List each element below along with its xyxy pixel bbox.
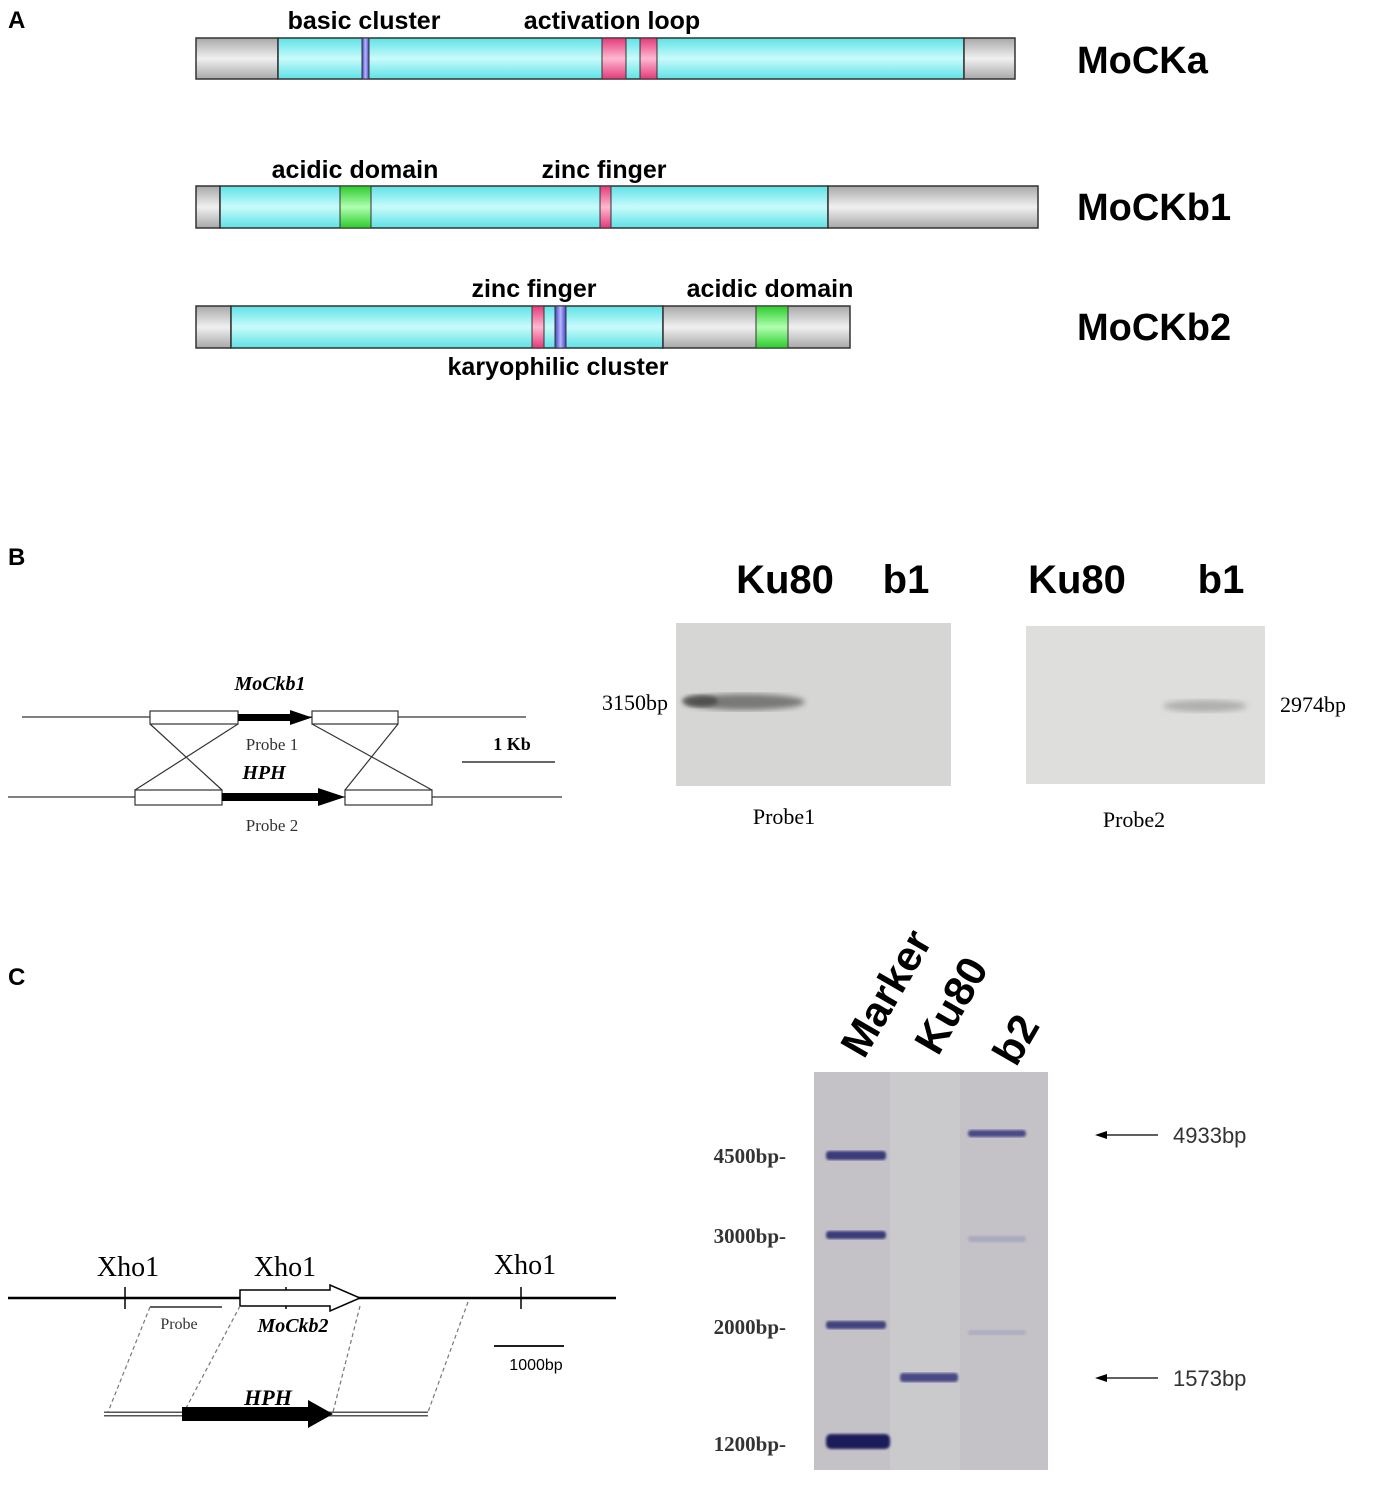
zinc-finger-mark <box>531 305 545 349</box>
mockb2-gene-arrow <box>239 1283 362 1313</box>
ladder-band-3000 <box>826 1231 886 1239</box>
mocka-label-activation-loop: activation loop <box>524 7 700 35</box>
mockb1-label-zinc-finger: zinc finger <box>541 156 666 184</box>
mockb1-knockout-diagram <box>8 710 562 806</box>
blot1-lane-ku80: Ku80 <box>736 558 834 602</box>
ku80-band-1573 <box>900 1373 958 1382</box>
blot2-band <box>1163 700 1247 712</box>
hph-arrow-c <box>182 1400 333 1428</box>
mocka-name: MoCKa <box>1077 40 1209 82</box>
panel-a-letter: A <box>8 7 25 34</box>
ladder-label-2000: 2000bp- <box>714 1315 786 1339</box>
basic-cluster-mark <box>361 37 370 80</box>
mockb2-knockout-diagram <box>8 1283 616 1417</box>
hph-label-c: HPH <box>243 1385 293 1410</box>
mockb1-bar <box>195 185 1039 229</box>
mockb2-name: MoCKb2 <box>1077 307 1231 349</box>
mockb1-name: MoCKb1 <box>1077 187 1231 229</box>
scale-1kb-label: 1 Kb <box>493 734 531 754</box>
band-label-4933: 4933bp <box>1173 1123 1246 1148</box>
hph-arrow-b <box>222 788 345 806</box>
zinc-finger-mark <box>599 185 612 229</box>
blot2-size-label: 2974bp <box>1280 692 1346 717</box>
scale-1000bp-label: 1000bp <box>509 1357 562 1374</box>
mockb2-label-acidic-domain: acidic domain <box>687 275 854 303</box>
activation-loop-mark-2 <box>639 37 658 80</box>
mockb2-label-zinc-finger: zinc finger <box>471 275 596 303</box>
arrow-1573 <box>1095 1374 1158 1382</box>
arrow-4933 <box>1095 1131 1158 1139</box>
southern-blot-1 <box>676 623 951 786</box>
gel-lane-b2: b2 <box>983 1007 1048 1073</box>
mockb2-bar <box>195 305 851 349</box>
band-label-1573: 1573bp <box>1173 1366 1246 1391</box>
karyophilic-cluster-mark <box>554 305 567 349</box>
panel-c-letter: C <box>8 964 25 991</box>
acidic-domain-mark <box>339 185 372 229</box>
ladder-band-4500 <box>826 1151 886 1160</box>
southern-blot-2 <box>1026 626 1265 784</box>
mocka-bar <box>195 37 1016 80</box>
mockb1-label-acidic-domain: acidic domain <box>272 156 439 184</box>
xho1-site-2: Xho1 <box>254 1252 316 1283</box>
blot1-lane-b1: b1 <box>883 558 930 602</box>
ladder-band-2000 <box>826 1321 886 1329</box>
hph-label-b: HPH <box>241 762 287 784</box>
activation-loop-mark-1 <box>601 37 627 80</box>
ladder-band-1200 <box>826 1434 890 1449</box>
mockb2-gene-label: MoCkb2 <box>256 1315 328 1337</box>
gel-image <box>814 1072 1048 1470</box>
b2-band-4933 <box>968 1130 1026 1137</box>
blot2-lane-ku80: Ku80 <box>1028 558 1126 602</box>
blot1-size-label: 3150bp <box>602 690 668 715</box>
acidic-domain-mark <box>755 305 789 349</box>
ladder-label-4500: 4500bp- <box>714 1144 786 1168</box>
ladder-label-1200: 1200bp- <box>714 1432 786 1456</box>
mocka-label-basic-cluster: basic cluster <box>288 7 441 35</box>
mockb1-gene-arrow <box>238 710 312 725</box>
probe2-label: Probe 2 <box>246 816 298 835</box>
ladder-label-3000: 3000bp- <box>714 1224 786 1248</box>
probe1-label: Probe 1 <box>246 735 298 754</box>
mockb1-gene-label: MoCkb1 <box>233 673 305 695</box>
blot2-lane-b1: b1 <box>1198 558 1245 602</box>
probe-label-c: Probe <box>160 1316 197 1333</box>
xho1-site-1: Xho1 <box>97 1252 159 1283</box>
xho1-site-3: Xho1 <box>494 1250 556 1281</box>
panel-b-letter: B <box>8 544 25 571</box>
blot1-caption: Probe1 <box>753 804 815 829</box>
mockb2-label-karyophilic-cluster: karyophilic cluster <box>448 353 669 381</box>
blot2-caption: Probe2 <box>1103 807 1165 832</box>
